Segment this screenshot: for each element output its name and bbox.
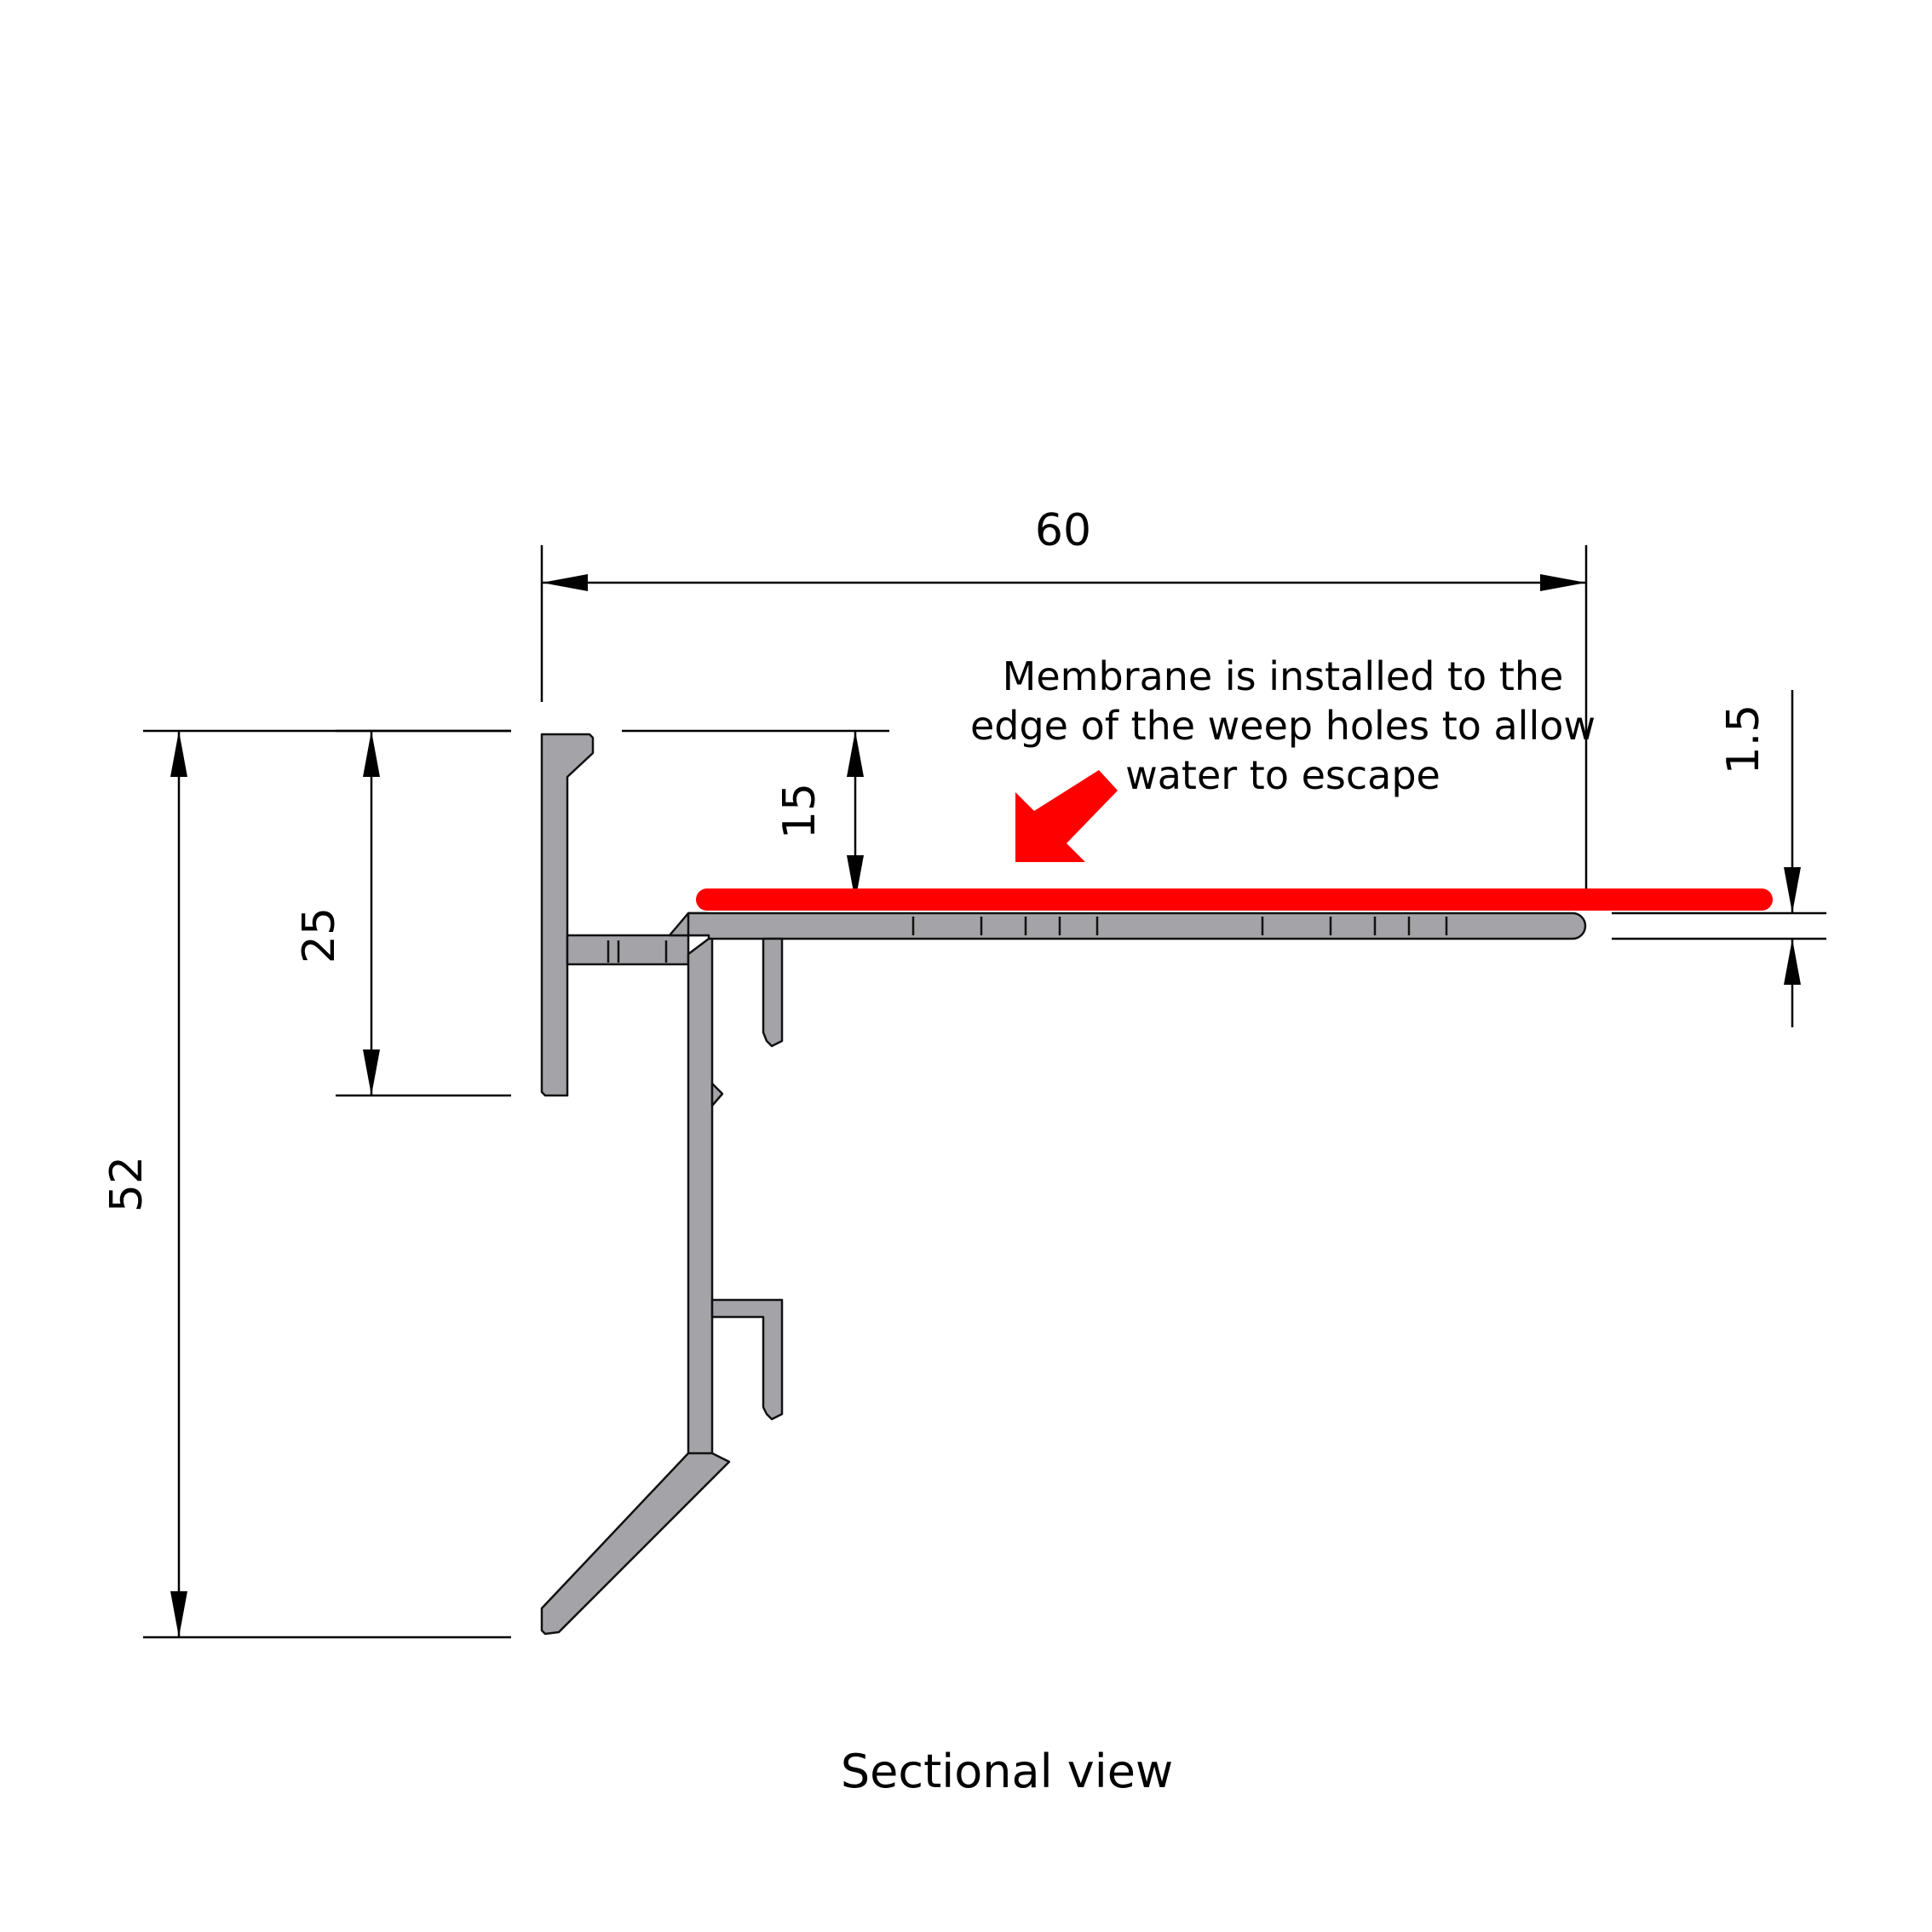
weep-holes	[607, 917, 1448, 963]
overall-height-label: 52	[101, 1156, 152, 1212]
diagonal-leg	[540, 1452, 731, 1636]
width-dimension: 60	[540, 505, 1588, 894]
upper-leg-label: 25	[294, 907, 345, 963]
width-dimension-label: 60	[1035, 505, 1091, 556]
arrowhead-right	[1540, 574, 1586, 591]
lower-clip	[710, 1298, 784, 1421]
profile-section	[540, 733, 1587, 1636]
outer-upper-leg	[540, 733, 595, 1097]
note-line-1: Membrane is installed to the	[1003, 653, 1564, 699]
web-notch	[710, 1082, 724, 1107]
arrowhead-left	[542, 574, 588, 591]
tie-bar	[566, 934, 690, 966]
membrane-note: Membrane is installed to the edge of the…	[970, 653, 1596, 798]
upper-leg-dimension: 25	[294, 729, 511, 1097]
thickness-label: 1.5	[1718, 704, 1769, 775]
upstand-dimension: 15	[622, 729, 889, 901]
upstand-label: 15	[774, 783, 825, 839]
red-arrow-icon	[1015, 770, 1118, 862]
top-flange	[687, 911, 1587, 940]
caption: Sectional view	[841, 1745, 1173, 1798]
drip-leg-top	[762, 937, 784, 1048]
note-line-2: edge of the weep holes to allow	[970, 703, 1596, 749]
inner-web	[687, 937, 714, 1458]
thickness-dimension: 1.5	[1612, 690, 1826, 1027]
note-line-3: water to escape	[1125, 752, 1440, 798]
overall-height-dimension: 52	[101, 729, 511, 1639]
